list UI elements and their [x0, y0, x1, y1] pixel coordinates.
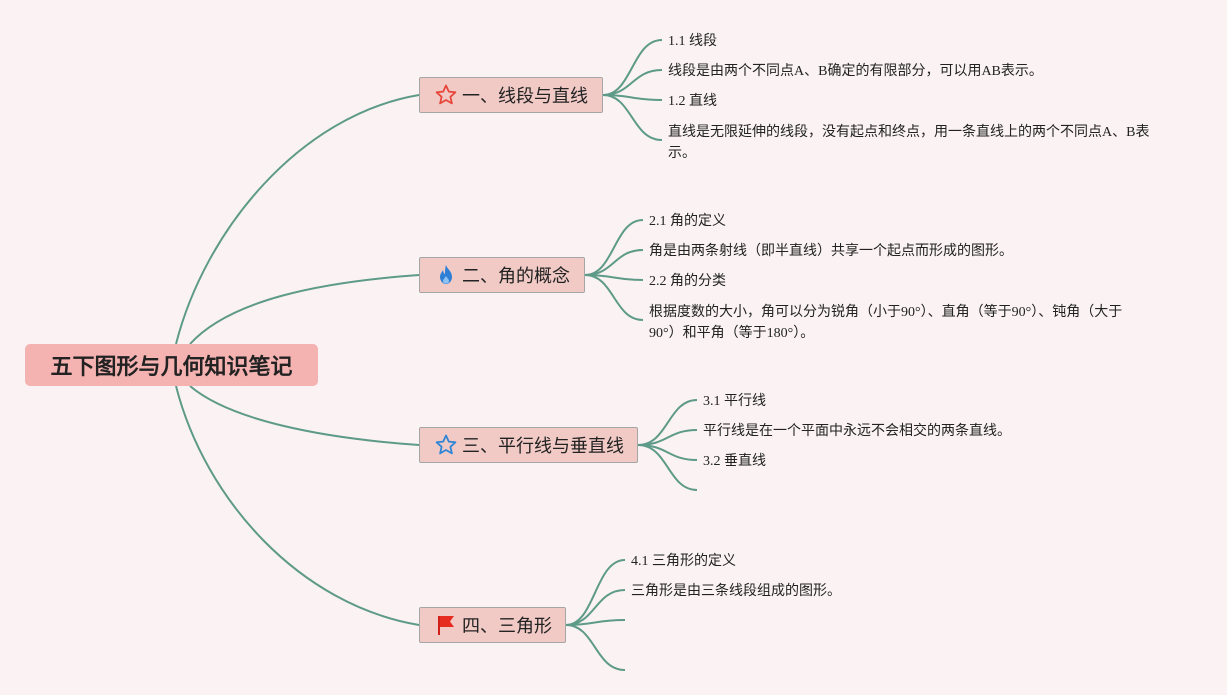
connector-root-branch-1 — [175, 94, 420, 345]
flame-blue-icon — [434, 263, 458, 287]
leaf-2-1[interactable]: 2.1 角的定义 — [649, 214, 726, 229]
connector-b3-leaf-4 — [637, 444, 698, 491]
connector-b3-leaf-1 — [637, 399, 698, 446]
leaf-4-1[interactable]: 4.1 三角形的定义 — [631, 554, 736, 569]
root-topic[interactable]: 五下图形与几何知识笔记 — [25, 344, 318, 386]
connector-b1-leaf-4 — [602, 94, 663, 141]
leaf-2-3[interactable]: 2.2 角的分类 — [649, 274, 726, 289]
leaf-1-3[interactable]: 1.2 直线 — [668, 94, 717, 109]
connector-b2-leaf-2 — [584, 249, 644, 276]
leaf-4-2[interactable]: 三角形是由三条线段组成的图形。 — [631, 584, 841, 599]
connector-root-branch-4 — [175, 385, 420, 626]
branch-topic-2[interactable]: 二、角的概念 — [419, 257, 585, 293]
root-topic-label: 五下图形与几何知识笔记 — [50, 355, 293, 380]
branch-topic-3-label: 三、平行线与垂直线 — [462, 436, 624, 457]
leaf-3-3[interactable]: 3.2 垂直线 — [703, 454, 766, 469]
connector-b4-leaf-1 — [565, 559, 626, 626]
leaf-2-2[interactable]: 角是由两条射线（即半直线）共享一个起点而形成的图形。 — [649, 244, 1013, 259]
star-outline-blue-icon — [434, 433, 458, 457]
leaf-3-1[interactable]: 3.1 平行线 — [703, 394, 766, 409]
leaf-3-2[interactable]: 平行线是在一个平面中永远不会相交的两条直线。 — [703, 424, 1011, 439]
branch-topic-1-label: 一、线段与直线 — [462, 86, 588, 107]
branch-topic-3[interactable]: 三、平行线与垂直线 — [419, 427, 638, 463]
leaf-1-1[interactable]: 1.1 线段 — [668, 34, 717, 49]
connector-b1-leaf-1 — [602, 39, 663, 96]
branch-topic-1[interactable]: 一、线段与直线 — [419, 77, 603, 113]
connector-b2-leaf-1 — [584, 219, 644, 276]
connector-b1-leaf-2 — [602, 69, 663, 96]
connector-root-branch-2 — [189, 274, 420, 345]
star-outline-red-icon — [434, 83, 458, 107]
connector-root-branch-3 — [189, 385, 420, 446]
leaf-1-4[interactable]: 直线是无限延伸的线段，没有起点和终点，用一条直线上的两个不同点A、B表示。 — [668, 125, 1150, 161]
connector-b2-leaf-4 — [584, 274, 644, 321]
leaf-2-4[interactable]: 根据度数的大小，角可以分为锐角（小于90°）、直角（等于90°）、钝角（大于90… — [649, 305, 1123, 341]
connector-b4-leaf-4 — [565, 624, 626, 671]
branch-topic-4[interactable]: 四、三角形 — [419, 607, 566, 643]
leaf-1-2[interactable]: 线段是由两个不同点A、B确定的有限部分，可以用AB表示。 — [668, 64, 1043, 79]
branch-topic-4-label: 四、三角形 — [462, 616, 552, 637]
flag-red-icon — [434, 613, 458, 637]
branch-topic-2-label: 二、角的概念 — [462, 266, 570, 287]
